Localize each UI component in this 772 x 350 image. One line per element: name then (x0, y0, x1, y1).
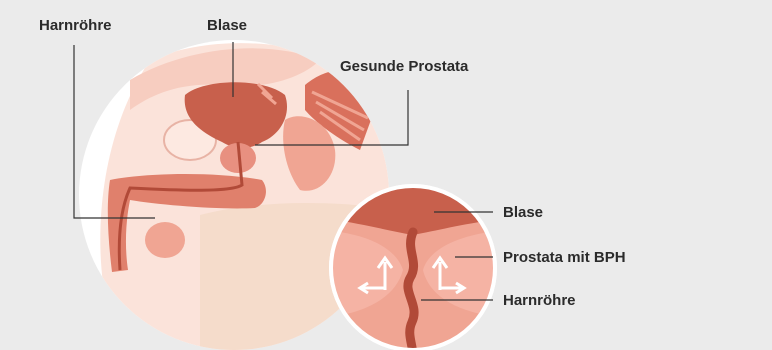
inset-urethra (408, 232, 414, 350)
label-blase-inset: Blase (503, 204, 543, 221)
label-blase-main: Blase (207, 17, 247, 34)
testis (145, 222, 185, 258)
label-harnroehre-main: Harnröhre (39, 17, 112, 34)
label-gesunde-prostata: Gesunde Prostata (340, 58, 469, 75)
label-prostata-bph: Prostata mit BPH (503, 249, 626, 266)
label-harnroehre-inset: Harnröhre (503, 292, 576, 309)
